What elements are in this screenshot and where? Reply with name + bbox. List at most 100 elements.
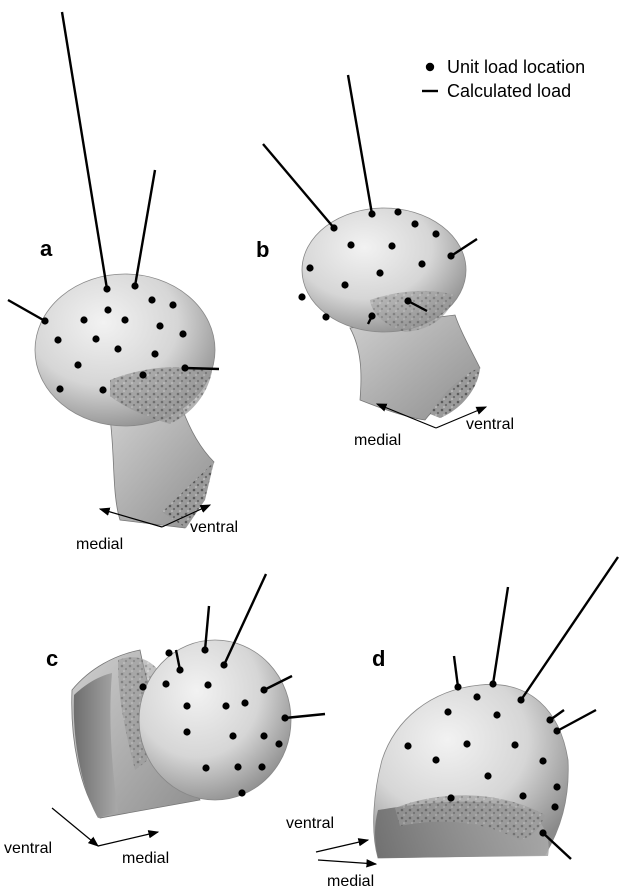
unit-load-dot [99,386,106,393]
unit-load-dot [281,714,288,721]
unit-load-dot [404,742,411,749]
unit-load-dot [539,829,546,836]
unit-load-dot [201,646,208,653]
panel-a-load-line [8,300,45,321]
unit-load-dot [162,680,169,687]
legend-dot-icon [426,63,434,71]
panel-d-load-line [493,587,508,684]
unit-load-dot [447,252,454,259]
unit-load-dot [484,772,491,779]
unit-load-dot [447,794,454,801]
unit-load-dot [444,708,451,715]
panel-d-medial-label: medial [327,873,374,890]
panel-d-label: d [372,646,385,671]
unit-load-dot [139,683,146,690]
unit-load-dot [183,702,190,709]
legend-calculated-load-label: Calculated load [447,81,571,101]
unit-load-dot [241,699,248,706]
legend: Unit load location Calculated load [422,57,585,101]
unit-load-dot [179,330,186,337]
unit-load-dot [404,297,411,304]
unit-load-dot [432,230,439,237]
unit-load-dot [368,210,375,217]
unit-load-dot [322,313,329,320]
unit-load-dot [553,727,560,734]
unit-load-dot [54,336,61,343]
panel-d-medial-arrow [318,860,376,864]
unit-load-dot [74,361,81,368]
panel-c-ventral-label: ventral [4,840,52,857]
unit-load-dot [181,364,188,371]
panel-d-load-line [521,557,618,700]
unit-load-dot [368,312,375,319]
panel-a-ventral-label: ventral [190,519,238,536]
unit-load-dot [151,350,158,357]
panel-a-load-line [62,12,107,289]
panel-d: d [286,557,618,890]
panel-d-load-line [557,710,596,731]
unit-load-dot [139,371,146,378]
panel-c-ventral-arrow [52,808,98,846]
unit-load-dot [114,345,121,352]
unit-load-dot [306,264,313,271]
unit-load-dot [220,661,227,668]
unit-load-dot [169,301,176,308]
unit-load-dot [202,764,209,771]
unit-load-dot [80,316,87,323]
unit-load-dot [489,680,496,687]
unit-load-dot [432,756,439,763]
panel-c: c [4,574,325,867]
unit-load-dot [165,649,172,656]
panel-c-label: c [46,646,58,671]
unit-load-dot [222,702,229,709]
unit-load-dot [56,385,63,392]
unit-load-dot [148,296,155,303]
unit-load-dot [418,260,425,267]
unit-load-dot [394,208,401,215]
unit-load-dot [553,783,560,790]
panel-b: b medial ventra [256,75,514,449]
unit-load-dot [258,763,265,770]
unit-load-dot [238,789,245,796]
unit-load-dot [183,728,190,735]
unit-load-dot [454,683,461,690]
panel-d-load-line [454,656,458,687]
panel-a: a [8,12,238,553]
unit-load-dot [376,269,383,276]
panel-c-head [139,640,291,800]
legend-unit-load-label: Unit load location [447,57,585,77]
unit-load-dot [473,693,480,700]
unit-load-dot [511,741,518,748]
panel-a-medial-label: medial [76,536,123,553]
unit-load-dot [347,241,354,248]
unit-load-dot [92,335,99,342]
unit-load-dot [229,732,236,739]
panel-b-load-line [263,144,334,228]
unit-load-dot [517,696,524,703]
unit-load-dot [260,732,267,739]
unit-load-dot [539,757,546,764]
unit-load-dot [551,803,558,810]
unit-load-dot [104,306,111,313]
unit-load-dot [41,317,48,324]
unit-load-dot [121,316,128,323]
panel-c-medial-label: medial [122,850,169,867]
unit-load-dot [234,763,241,770]
unit-load-dot [131,282,138,289]
panel-d-ventral-arrow [316,840,368,852]
unit-load-dot [546,716,553,723]
panel-b-load-line [348,75,372,214]
unit-load-dot [388,242,395,249]
unit-load-dot [463,740,470,747]
unit-load-dot [275,740,282,747]
unit-load-dot [176,666,183,673]
unit-load-dot [103,285,110,292]
unit-load-dot [411,220,418,227]
unit-load-dot [493,711,500,718]
panel-c-medial-arrow [98,832,158,846]
unit-load-dot [204,681,211,688]
panel-a-label: a [40,236,53,261]
panel-b-medial-label: medial [354,432,401,449]
panel-d-ventral-label: ventral [286,815,334,832]
